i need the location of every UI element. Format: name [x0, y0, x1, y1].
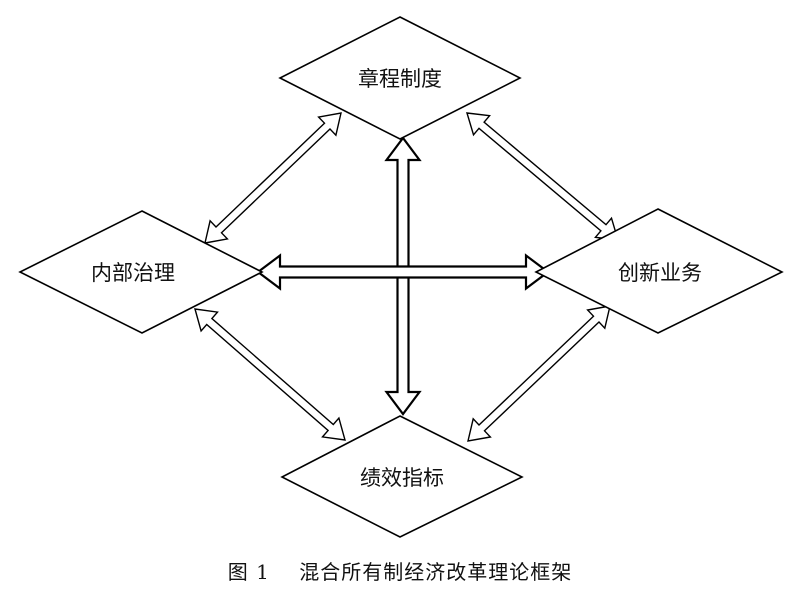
node-label-internal-governance: 内部治理 — [91, 261, 175, 285]
arrow-charter-business — [466, 112, 619, 241]
node-innovative-business: 创新业务 — [534, 208, 784, 334]
figure-caption: 图 1 混合所有制经济改革理论框架 — [0, 556, 800, 585]
node-charter-system: 章程制度 — [278, 16, 522, 140]
caption-title: 混合所有制经济改革理论框架 — [299, 560, 573, 584]
node-diamond — [280, 415, 524, 538]
node-diamond — [278, 16, 522, 140]
caption-figure-number: 图 1 — [227, 560, 270, 584]
node-label-innovative-business: 创新业务 — [618, 261, 702, 285]
arrow-business-performance — [467, 305, 611, 442]
node-internal-governance: 内部治理 — [18, 210, 264, 334]
arrow-governance-performance — [194, 308, 346, 441]
arrow-governance-charter — [204, 112, 342, 244]
node-label-performance-indicators: 绩效指标 — [360, 466, 444, 490]
node-performance-indicators: 绩效指标 — [280, 415, 524, 538]
arrows — [194, 112, 619, 442]
node-label-charter-system: 章程制度 — [358, 67, 442, 91]
node-diamond — [18, 210, 264, 334]
node-diamond — [534, 208, 784, 334]
